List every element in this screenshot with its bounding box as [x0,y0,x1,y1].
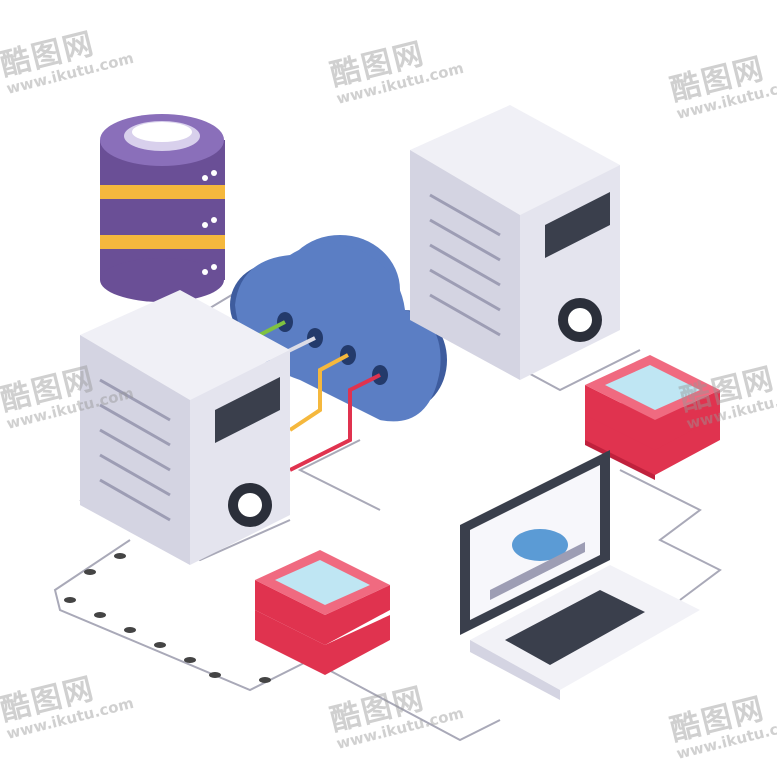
server-tower-left [80,290,290,565]
network-nodes [64,553,271,683]
storage-stack-right [585,355,720,480]
cloud [230,235,447,422]
cables [249,320,381,472]
server-tower-right [410,105,620,380]
database-cylinder [100,114,225,302]
laptop [460,450,700,700]
storage-stack-left [255,550,390,675]
